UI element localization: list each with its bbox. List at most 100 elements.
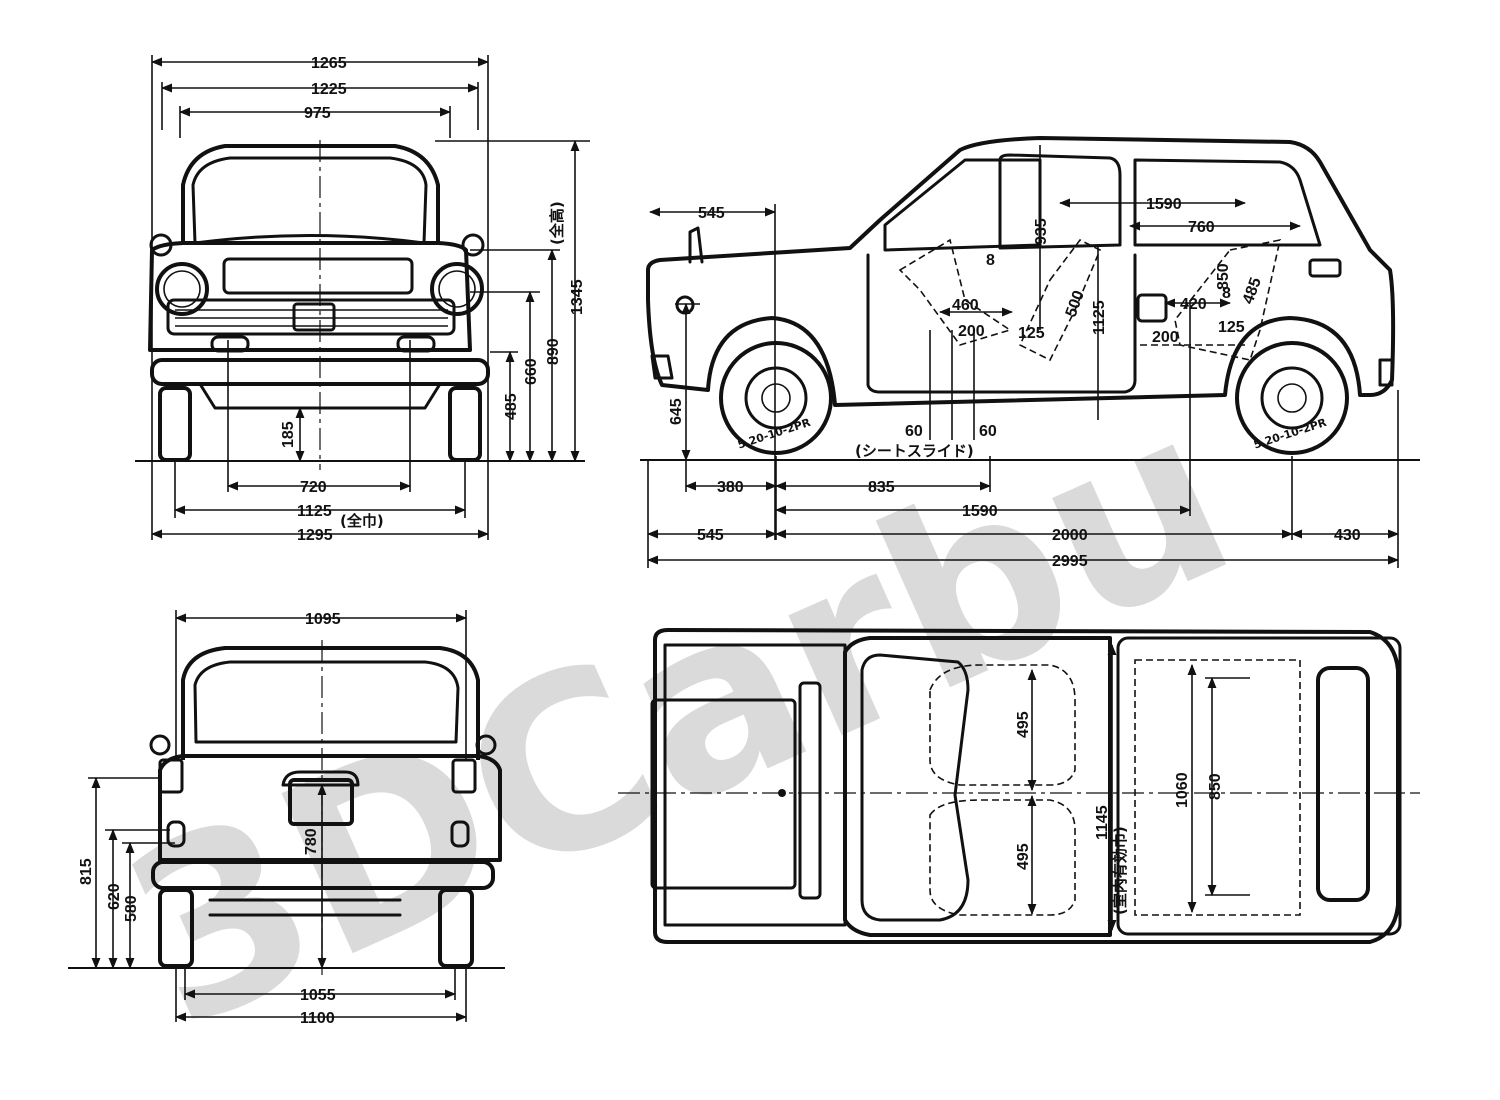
headlight-right	[430, 262, 484, 316]
dim-8-rear: 8	[1222, 285, 1231, 302]
dim-545-bottom: 545	[697, 527, 724, 544]
front-seat-left-outline	[929, 799, 1076, 916]
side-door-outline	[866, 253, 1137, 394]
rear-wheel	[1235, 341, 1349, 455]
rear-seat-top-outline	[1134, 659, 1301, 916]
rear-height-580: 580	[123, 895, 140, 922]
driver-seat-outline	[898, 238, 1012, 346]
reflector-left	[166, 820, 186, 848]
rear-width-1100: 1100	[300, 1010, 335, 1027]
dim-500: 500	[1063, 288, 1088, 319]
side-body-outline	[646, 136, 1396, 407]
rear-width-1060: 1060	[1174, 772, 1191, 808]
rear-seat-outline	[1174, 238, 1282, 361]
dim-125-front: 125	[1018, 325, 1045, 342]
front-width-1265: 1265	[311, 55, 347, 72]
front-grille	[166, 298, 456, 336]
front-height-1345: 1345	[569, 279, 586, 315]
rear-track-1055: 1055	[300, 987, 336, 1004]
side-height-645: 645	[668, 398, 685, 425]
rear-width-850: 850	[1207, 773, 1224, 800]
dim-850-side: 850	[1215, 263, 1232, 290]
front-windshield	[191, 156, 428, 245]
slide-60-right: 60	[979, 423, 997, 440]
rear-roof	[181, 646, 480, 760]
overall-length-2995: 2995	[1052, 553, 1088, 570]
cabin-width-note: (室内有効巾)	[1111, 826, 1129, 915]
front-width-1295: 1295	[297, 527, 333, 544]
seat-width-495-top: 495	[1015, 711, 1032, 738]
front-roof	[181, 144, 440, 245]
front-seat-right-outline	[929, 664, 1076, 786]
front-bumper-side	[650, 354, 674, 380]
dim-8-front: 8	[986, 252, 995, 269]
front-width-1225: 1225	[311, 81, 347, 98]
dim-460: 460	[952, 297, 979, 314]
rear-bumper-side	[1378, 358, 1394, 387]
dim-485-side: 485	[1240, 275, 1265, 306]
plate-light	[281, 770, 360, 787]
top-cabin	[843, 636, 1112, 937]
front-grille-bars	[175, 309, 448, 327]
rear-height-620: 620	[106, 883, 123, 910]
front-view: 1265 1225 975 1345 (全高) 890 660 485 185 …	[135, 55, 590, 544]
dim-1125-height: 1125	[1091, 300, 1108, 335]
rear-axle	[208, 898, 402, 917]
mirror-right	[461, 233, 485, 257]
dim-430: 430	[1334, 527, 1361, 544]
reflector-right	[450, 820, 470, 848]
rear-view: 1095 815 620 580 780 1055 1100	[68, 610, 505, 1027]
cowl-vents	[798, 681, 822, 900]
top-view: 495 495 1145 (室内有効巾) 1060 850	[618, 628, 1420, 944]
rear-glass-top	[1316, 666, 1370, 902]
seat-width-495-bottom: 495	[1015, 843, 1032, 870]
seat-slide-label: (シートスライド)	[855, 442, 974, 460]
side-front-window	[883, 158, 1042, 252]
dim-1590-bottom: 1590	[962, 503, 998, 520]
top-body-outline	[653, 628, 1400, 944]
mirror-left	[149, 233, 173, 257]
wheelbase-2000: 2000	[1052, 527, 1088, 544]
driver-backrest-outline	[1018, 238, 1102, 362]
front-height-185: 185	[280, 421, 297, 448]
hood-panel	[650, 698, 797, 890]
side-mirror	[688, 226, 704, 264]
side-door-window	[998, 153, 1122, 250]
front-height-note: (全高)	[548, 201, 566, 245]
slide-60-left: 60	[905, 423, 923, 440]
side-view: 5.20-10-2PR 5.20-10-2PR 545 1590 760 935…	[640, 136, 1420, 570]
dim-935: 935	[1033, 218, 1050, 245]
front-wheel	[719, 341, 833, 455]
honda-badge	[292, 302, 336, 332]
rear-body	[158, 754, 502, 862]
side-rear-window	[1133, 158, 1322, 247]
rear-height-780: 780	[303, 828, 320, 855]
headlight-left	[155, 262, 209, 316]
interior-length-1590: 1590	[1146, 196, 1182, 213]
dim-200-front: 200	[958, 323, 985, 340]
rear-vent	[1308, 258, 1342, 278]
front-tire-left	[158, 386, 192, 462]
front-nameplate-panel	[222, 257, 414, 295]
front-tire-right	[448, 386, 482, 462]
dim-420: 420	[1180, 296, 1207, 313]
cabin-width-1145: 1145	[1094, 805, 1111, 840]
top-rear-section	[1116, 636, 1402, 936]
front-turn-signal-right	[396, 335, 436, 353]
rear-width-1095: 1095	[305, 611, 341, 628]
fuel-cap	[1136, 293, 1168, 323]
side-overhang-top: 545	[698, 205, 725, 222]
rear-window	[193, 660, 460, 744]
front-height-890: 890	[545, 338, 562, 365]
tail-light-left	[158, 758, 184, 794]
dim-835: 835	[868, 479, 895, 496]
front-width-1125: 1125	[297, 503, 332, 520]
front-height-660: 660	[523, 358, 540, 385]
top-windshield	[860, 653, 970, 922]
front-width-note: (全巾)	[340, 512, 384, 530]
rear-tire-right	[438, 888, 474, 968]
front-track-720: 720	[300, 479, 327, 496]
front-width-975: 975	[304, 105, 331, 122]
